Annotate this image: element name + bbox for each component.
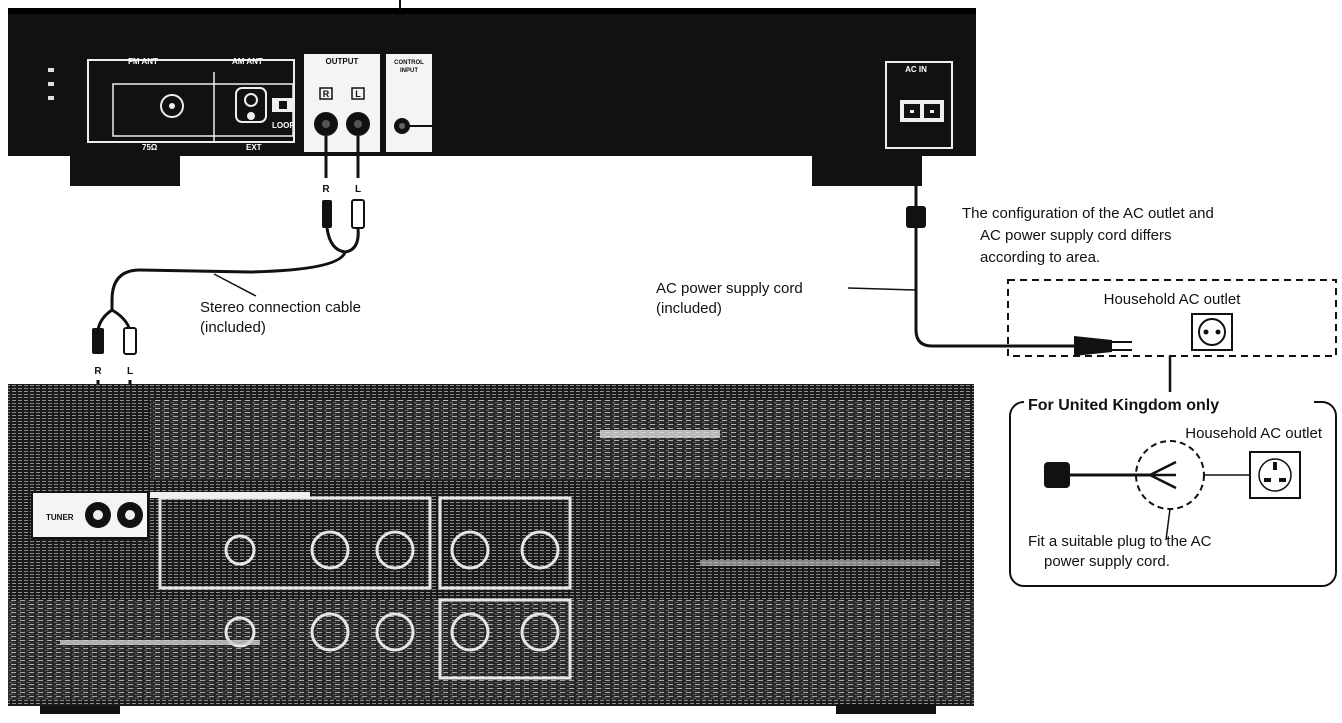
control-input-panel (386, 54, 432, 152)
ac-config-note-line2: AC power supply cord differs (980, 227, 1171, 244)
cable-top-plug-r[interactable] (322, 200, 332, 228)
output-label: OUTPUT (326, 57, 359, 66)
control-label: CONTROL (394, 60, 424, 66)
stereo-cable-included: (included) (200, 319, 266, 336)
stereo-cable-label: Stereo connection cable (200, 299, 361, 316)
uk-outlet-label: Household AC outlet (1185, 425, 1323, 442)
ac-config-note-line3: according to area. (980, 249, 1100, 266)
stereo-cable: R L R L Stereo connection cable (include… (92, 136, 365, 482)
tuner-foot-left (70, 154, 180, 186)
am-ext-label: EXT (246, 143, 262, 152)
tuner-top-edge (8, 8, 976, 14)
ac-in-label: AC IN (905, 65, 927, 74)
output-r-label: R (323, 89, 330, 99)
ac-config-note-line1: The configuration of the AC outlet and (962, 205, 1214, 222)
ac-cord-plug[interactable] (1074, 336, 1112, 356)
ac-cord-label: AC power supply cord (656, 280, 803, 297)
cable-top-plug-l-label: L (355, 184, 361, 195)
cable-bottom-plug-r[interactable] (92, 328, 104, 354)
control-input-label: INPUT (400, 68, 418, 74)
uk-title: For United Kingdom only (1028, 397, 1219, 414)
ac-cord-included: (included) (656, 300, 722, 317)
cable-bottom-plug-l-label: L (127, 366, 133, 377)
am-ant-label: AM ANT (232, 57, 263, 66)
cable-bottom-plug-r-label: R (94, 366, 102, 377)
am-loop-label: LOOP (272, 121, 295, 130)
cable-bottom-plug-l[interactable] (123, 327, 137, 355)
fm-ant-label: FM ANT (128, 57, 158, 66)
uk-fit-plug-line1: Fit a suitable plug to the AC (1028, 533, 1212, 550)
uk-fit-plug-line2: power supply cord. (1044, 553, 1170, 570)
amplifier-tuner-label: TUNER (46, 513, 74, 522)
amplifier-unit: TUNER (8, 384, 974, 714)
ac-cord-plug-top[interactable] (906, 206, 926, 228)
cable-top-plug-l[interactable] (351, 199, 365, 229)
cable-top-plug-r-label: R (322, 184, 330, 195)
output-panel (304, 54, 380, 152)
fm-impedance-label: 75Ω (142, 143, 158, 152)
ac-in-panel (885, 61, 953, 149)
household-outlet-box: Household AC outlet (1007, 279, 1337, 396)
tuner-foot-right (812, 154, 922, 186)
ac-power-cord: AC power supply cord (included) (656, 184, 1132, 356)
tuner-unit: FM ANT AM ANT 75Ω LOOP EXT OUTPUT R L CO… (8, 0, 976, 186)
uk-section: For United Kingdom only Household AC out… (1009, 392, 1337, 587)
uk-cord-plug[interactable] (1044, 462, 1070, 488)
output-l-label: L (355, 89, 361, 99)
household-outlet-label: Household AC outlet (1104, 291, 1242, 308)
tuner-chassis (8, 8, 976, 156)
